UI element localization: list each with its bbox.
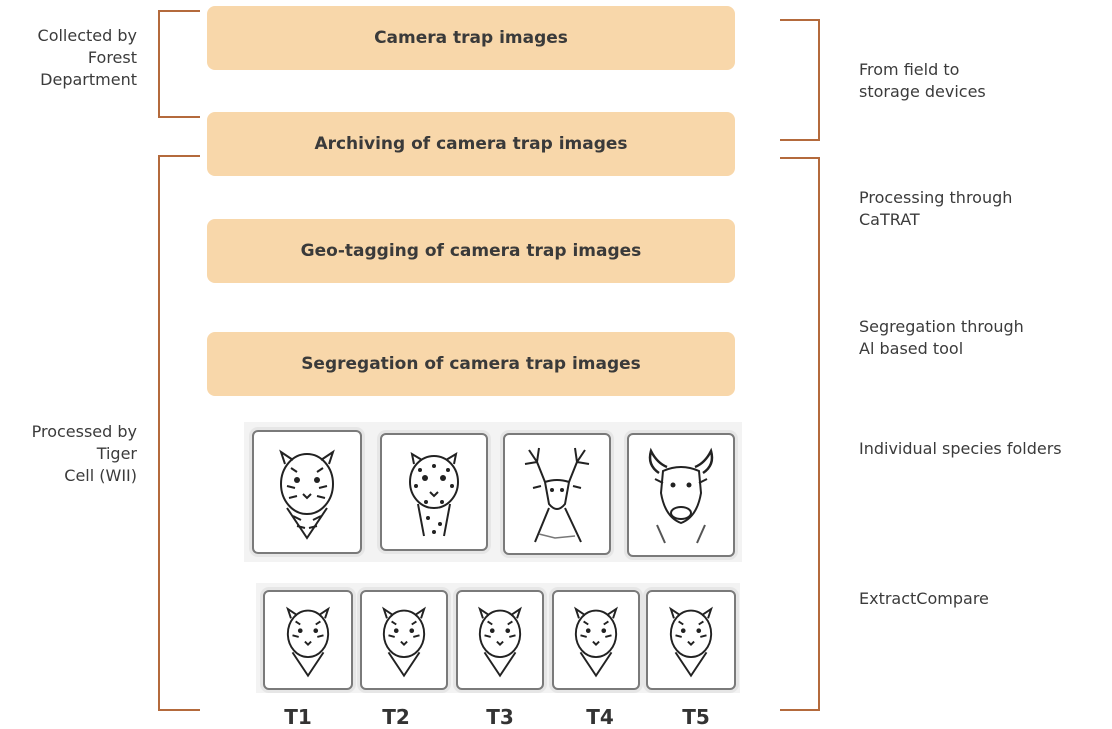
tiger-folder: [252, 430, 362, 554]
gaur-icon: [637, 443, 725, 547]
tiger-id-label-4: T4: [570, 705, 630, 729]
archiving-box: Archiving of camera trap images: [207, 112, 735, 176]
camera-trap-images-box: Camera trap images: [207, 6, 735, 70]
tiger-icon: [469, 599, 531, 681]
catrat-label: Processing through CaTRAT: [859, 187, 1012, 231]
right-bracket-top-h1: [780, 19, 820, 21]
tiger-card-5: [646, 590, 736, 690]
tiger-card-3: [456, 590, 544, 690]
tiger-id-label-3: T3: [470, 705, 530, 729]
geotagging-text: Geo-tagging of camera trap images: [301, 241, 642, 261]
archiving-text: Archiving of camera trap images: [314, 134, 627, 154]
left-bracket-bottom-v: [158, 155, 160, 711]
tiger-card-2: [360, 590, 448, 690]
left-bracket-bottom-h1: [158, 155, 200, 157]
processed-by-label: Processed by Tiger Cell (WII): [0, 421, 137, 487]
extract-compare-label: ExtractCompare: [859, 588, 989, 610]
gaur-folder: [627, 433, 735, 557]
left-bracket-bottom-h2: [158, 709, 200, 711]
ai-tool-label: Segregation through Al based tool: [859, 316, 1024, 360]
tiger-icon: [373, 599, 435, 681]
tiger-icon: [267, 442, 347, 542]
field-to-storage-label: From field to storage devices: [859, 59, 986, 103]
tiger-icon: [565, 599, 627, 681]
leopard-icon: [394, 442, 474, 542]
segregation-box: Segregation of camera trap images: [207, 332, 735, 396]
tiger-icon: [277, 599, 339, 681]
right-bracket-bottom-v: [818, 157, 820, 711]
deer-folder: [503, 433, 611, 555]
right-bracket-bottom-h2: [780, 709, 820, 711]
tiger-icon: [660, 599, 722, 681]
left-bracket-top-h1: [158, 10, 200, 12]
collected-by-label: Collected by Forest Department: [0, 25, 137, 91]
tiger-card-4: [552, 590, 640, 690]
leopard-folder: [380, 433, 488, 551]
right-bracket-top-v: [818, 19, 820, 141]
camera-trap-images-text: Camera trap images: [374, 28, 568, 48]
segregation-text: Segregation of camera trap images: [301, 354, 641, 374]
left-bracket-top-v: [158, 10, 160, 118]
deer-icon: [515, 442, 599, 546]
tiger-card-1: [263, 590, 353, 690]
tiger-id-label-5: T5: [666, 705, 726, 729]
right-bracket-top-h2: [780, 139, 820, 141]
left-bracket-top-h2: [158, 116, 200, 118]
geotagging-box: Geo-tagging of camera trap images: [207, 219, 735, 283]
right-bracket-bottom-h1: [780, 157, 820, 159]
species-folders-label: Individual species folders: [859, 438, 1062, 460]
tiger-id-label-1: T1: [268, 705, 328, 729]
tiger-id-label-2: T2: [366, 705, 426, 729]
